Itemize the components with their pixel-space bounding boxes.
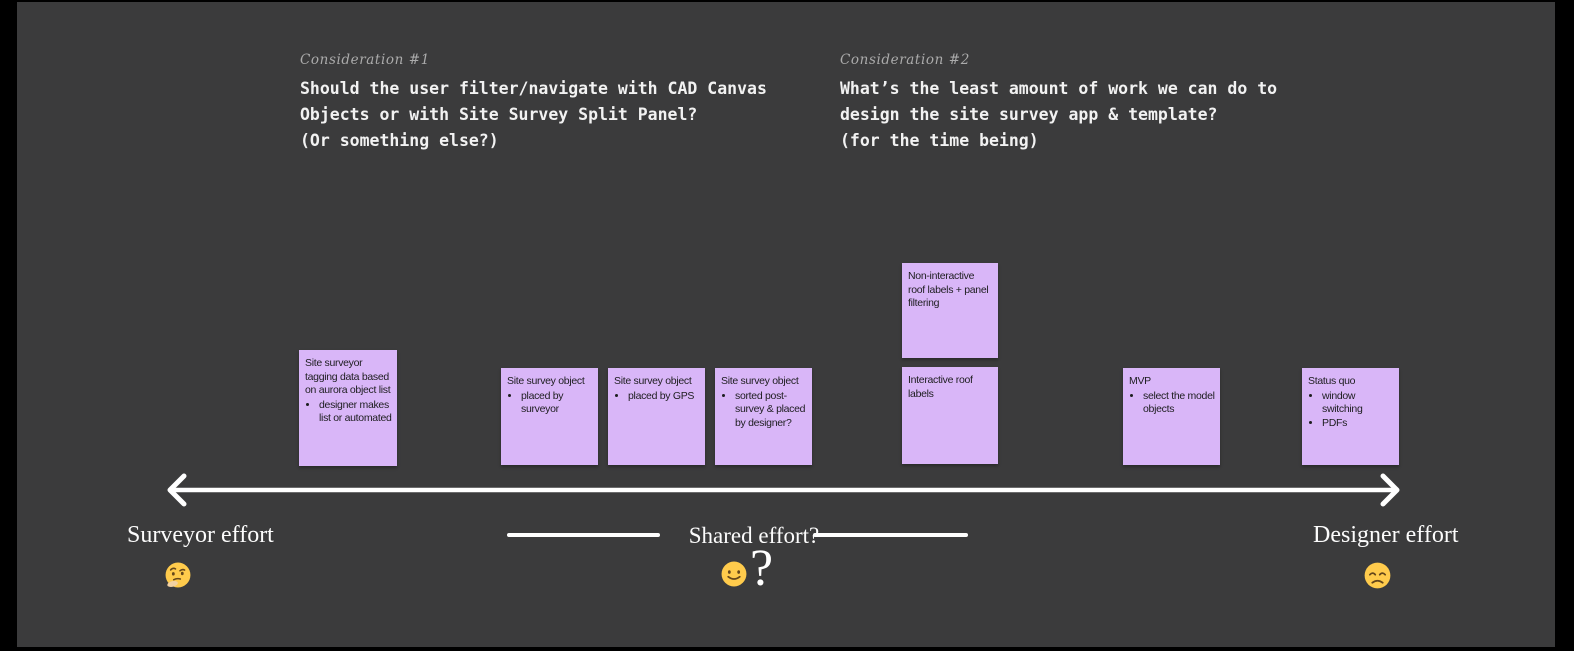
note-title: Site surveyor tagging data based on auro…: [305, 357, 391, 396]
surveyor-effort-label[interactable]: Surveyor effort: [127, 522, 274, 548]
note-title: Status quo: [1308, 375, 1356, 387]
note-bullets: window switching PDFs: [1308, 390, 1394, 431]
shared-effort-label[interactable]: Shared effort?: [688, 523, 820, 548]
consideration-1-body: Should the user filter/navigate with CAD…: [300, 76, 767, 154]
sticky-note-placed-by-surveyor[interactable]: Site survey object placed by surveyor: [501, 368, 598, 465]
consideration-1-text-block[interactable]: Consideration #1 Should the user filter/…: [300, 52, 767, 154]
thinking-face-icon[interactable]: [164, 561, 192, 589]
note-bullets: designer makes list or automated: [305, 399, 392, 426]
disappointed-face-icon[interactable]: [1363, 561, 1392, 590]
consideration-1-line-3: (Or something else?): [300, 131, 499, 150]
note-bullets: placed by GPS: [614, 390, 700, 404]
sticky-note-interactive-roof-labels[interactable]: Interactive roof labels: [902, 367, 998, 464]
center-left-divider-line: [507, 533, 660, 537]
note-title: Non-interactive roof labels + panel filt…: [908, 270, 989, 309]
consideration-2-line-3: (for the time being): [840, 131, 1039, 150]
consideration-2-heading: Consideration #2: [840, 52, 970, 68]
right-arrowhead-icon: [1380, 473, 1400, 507]
note-bullets: sorted post-survey & placed by designer?: [721, 390, 807, 431]
note-bullets: select the model objects: [1129, 390, 1215, 417]
effort-axis-arrow[interactable]: [157, 470, 1412, 512]
left-arrowhead-icon: [167, 473, 187, 507]
shared-effort-question-mark: ?: [750, 540, 774, 597]
center-right-divider-line: [813, 533, 968, 537]
consideration-2-line-2: design the site survey app & template?: [840, 105, 1218, 124]
sticky-note-surveyor-tagging[interactable]: Site surveyor tagging data based on auro…: [299, 350, 397, 466]
note-bullet: sorted post-survey & placed by designer?: [735, 390, 807, 431]
sticky-note-status-quo[interactable]: Status quo window switching PDFs: [1302, 368, 1399, 465]
consideration-1-heading: Consideration #1: [300, 52, 430, 68]
note-bullet: placed by surveyor: [521, 390, 593, 417]
note-bullet: placed by GPS: [628, 390, 700, 404]
note-bullet: window switching: [1322, 390, 1394, 417]
note-title: Interactive roof labels: [908, 374, 973, 400]
note-title: MVP: [1129, 375, 1151, 387]
note-title: Site survey object: [614, 375, 692, 387]
consideration-1-line-1: Should the user filter/navigate with CAD…: [300, 79, 767, 98]
consideration-2-text-block[interactable]: Consideration #2 What’s the least amount…: [840, 52, 1277, 154]
note-title: Site survey object: [507, 375, 585, 387]
designer-effort-label[interactable]: Designer effort: [1313, 522, 1459, 548]
sticky-note-placed-by-gps[interactable]: Site survey object placed by GPS: [608, 368, 705, 465]
note-bullet: select the model objects: [1143, 390, 1215, 417]
note-bullet: designer makes list or automated: [319, 399, 392, 426]
consideration-1-line-2: Objects or with Site Survey Split Panel?: [300, 105, 698, 124]
note-bullets: placed by surveyor: [507, 390, 593, 417]
sticky-note-mvp[interactable]: MVP select the model objects: [1123, 368, 1220, 465]
consideration-2-line-1: What’s the least amount of work we can d…: [840, 79, 1278, 98]
note-title: Site survey object: [721, 375, 799, 387]
sticky-note-non-interactive-roof-labels[interactable]: Non-interactive roof labels + panel filt…: [902, 263, 998, 358]
consideration-2-body: What’s the least amount of work we can d…: [840, 76, 1277, 154]
whiteboard-canvas[interactable]: Consideration #1 Should the user filter/…: [17, 2, 1555, 647]
sticky-note-sorted-post-survey[interactable]: Site survey object sorted post-survey & …: [715, 368, 812, 465]
slightly-smiling-face-icon[interactable]: [720, 560, 748, 588]
note-bullet: PDFs: [1322, 417, 1394, 431]
